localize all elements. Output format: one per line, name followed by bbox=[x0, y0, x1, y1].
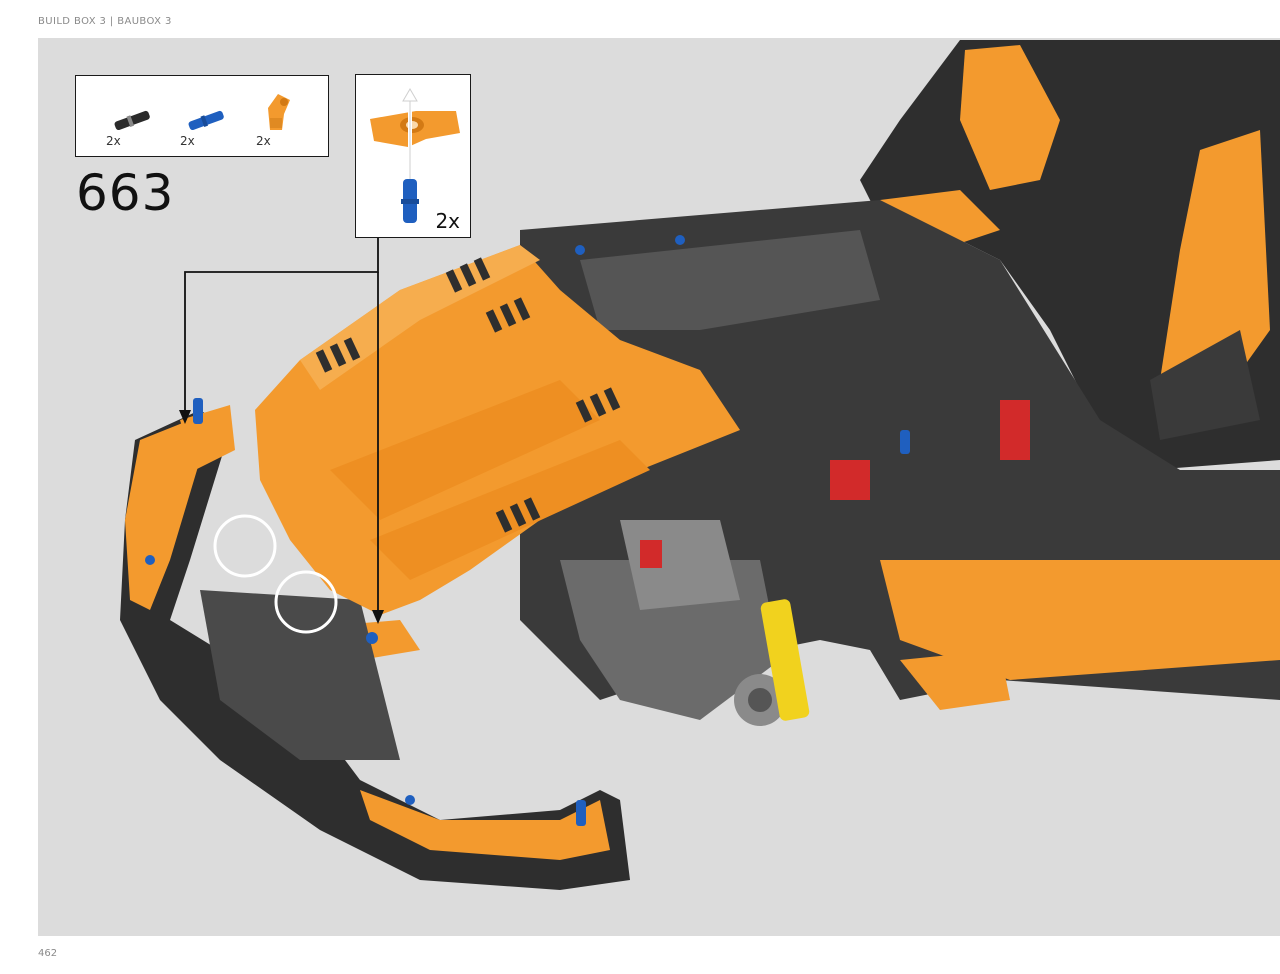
highlight-circle-2 bbox=[274, 570, 338, 634]
subassembly-illustration bbox=[370, 88, 460, 223]
highlight-circle-1 bbox=[213, 514, 277, 578]
front-bumper bbox=[120, 405, 630, 890]
arrow-head-left bbox=[179, 410, 191, 424]
callout-qty: 2x bbox=[435, 209, 460, 233]
callout-arrows bbox=[184, 238, 379, 618]
part-qty: 2x bbox=[106, 134, 121, 148]
part-blue-axle-pin: 2x bbox=[176, 90, 236, 150]
black-pin-icon bbox=[114, 110, 150, 131]
hood bbox=[255, 245, 740, 615]
page-header: BUILD BOX 3 | BAUBOX 3 bbox=[38, 16, 172, 27]
subassembly-callout: 2x bbox=[355, 74, 471, 238]
part-orange-angle-connector: 2x bbox=[252, 90, 312, 150]
part-black-axle-pin: 2x bbox=[102, 90, 162, 150]
page-number: 462 bbox=[38, 948, 58, 959]
parts-list-box: 2x 2x 2x bbox=[75, 75, 329, 157]
rear-frame bbox=[860, 40, 1280, 470]
orange-connector-icon bbox=[268, 94, 290, 130]
arrow-head-right bbox=[372, 610, 384, 624]
blue-pins bbox=[145, 235, 910, 826]
step-number: 663 bbox=[76, 164, 175, 222]
part-qty: 2x bbox=[180, 134, 195, 148]
blue-pin-icon bbox=[188, 110, 224, 131]
part-qty: 2x bbox=[256, 134, 271, 148]
